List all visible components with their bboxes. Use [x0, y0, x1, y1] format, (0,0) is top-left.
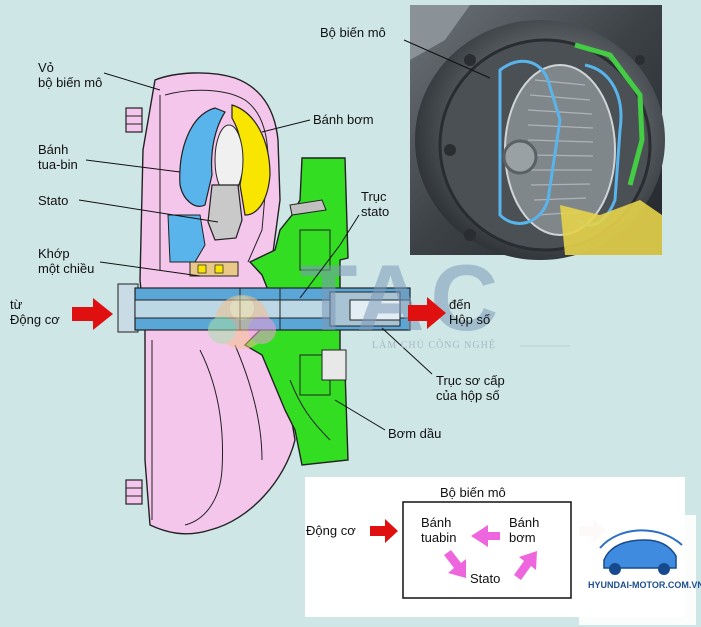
site-logo — [579, 515, 696, 625]
one-way-clutch — [189, 261, 239, 277]
label-from-engine: từ Động cơ — [10, 297, 60, 327]
label-to-gearbox: đến Hộp số — [449, 297, 491, 327]
turbine-hub — [167, 214, 206, 263]
stator — [207, 184, 243, 241]
watermark-subtitle: LÀM CHỦ CÔNG NGHỆ — [372, 340, 496, 351]
label-one-way-clutch: Khớp một chiều — [38, 246, 95, 276]
label-stator: Stato — [38, 193, 69, 208]
watermark-logo: TAC — [300, 245, 504, 350]
label-converter-housing: Vỏ bộ biến mô — [38, 60, 103, 90]
converter-box — [402, 501, 572, 599]
label-input-shaft: Trục sơ cấp của hộp số — [436, 373, 505, 403]
pump-to-turbine-arrow-icon — [471, 525, 500, 547]
output-red-arrow-icon — [408, 297, 446, 329]
input-red-arrow-icon — [72, 298, 113, 330]
leader-lines — [78, 72, 433, 431]
turbine-to-stator-arrow-icon — [444, 550, 466, 578]
site-logo-text: HYUNDAI-MOTOR.COM.VN — [588, 580, 701, 590]
car-logo-icon — [603, 539, 677, 569]
flow-pump: Bánh bơm — [509, 515, 540, 545]
crankshaft-bolts — [125, 107, 143, 505]
label-stator-shaft: Trục stato — [361, 189, 390, 219]
label-pump-impeller: Bánh bơm — [313, 112, 374, 127]
label-oil-pump: Bơm dầu — [388, 426, 442, 441]
watermark: TAC — [208, 245, 570, 350]
stator-to-pump-arrow-icon — [514, 551, 537, 580]
engine-red-arrow-icon — [370, 519, 398, 543]
turbine-wheel — [179, 107, 226, 207]
flow-stator: Stato — [470, 571, 501, 586]
cutaway-photo — [403, 5, 665, 260]
label-turbine: Bánh tua-bin — [38, 142, 78, 172]
flow-title: Bộ biến mô — [440, 485, 506, 500]
flow-input-engine: Động cơ — [306, 523, 356, 538]
label-photo-converter: Bộ biến mô — [320, 25, 386, 40]
flow-turbine: Bánh tuabin — [421, 515, 457, 545]
